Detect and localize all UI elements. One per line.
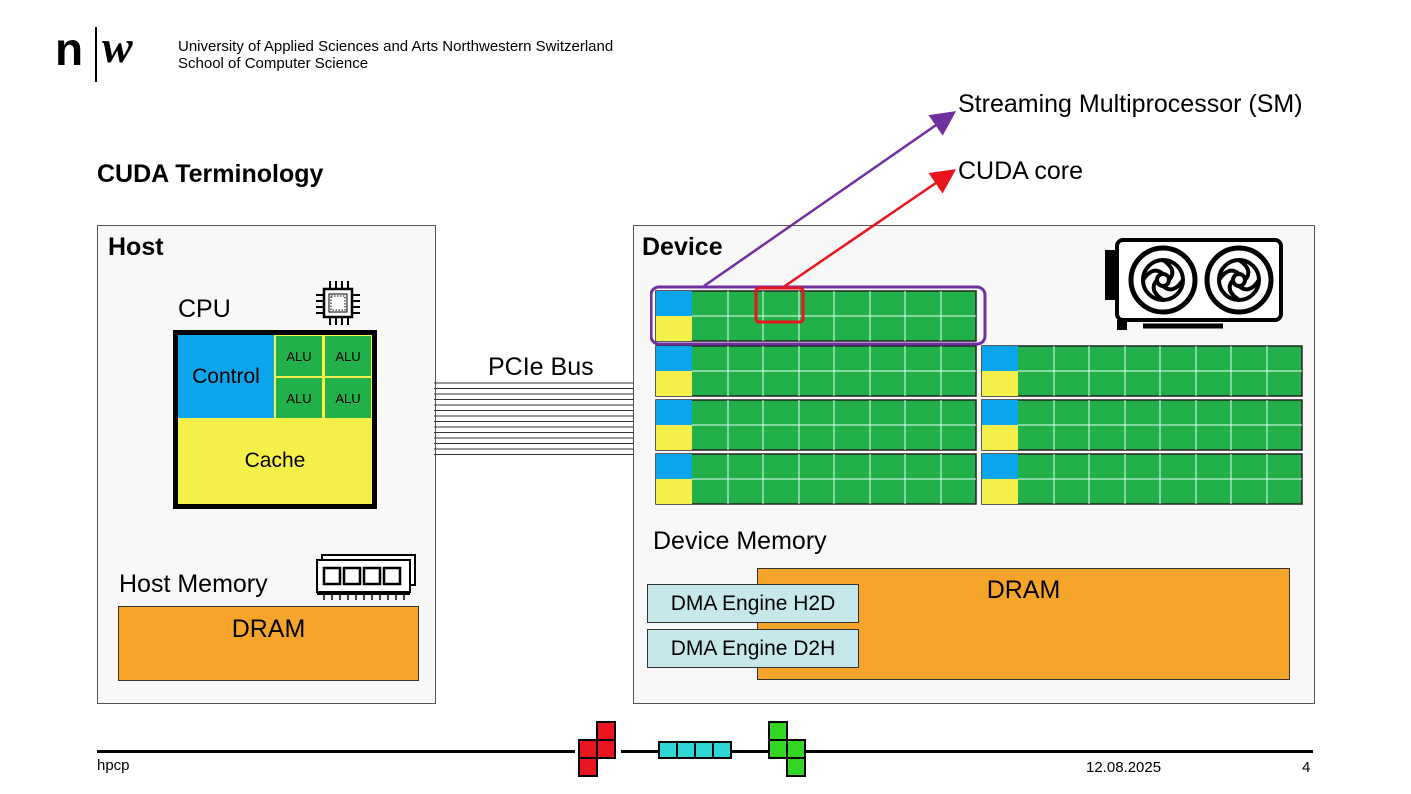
logo-divider — [95, 27, 97, 82]
control-unit: Control — [178, 335, 274, 418]
logo-n: n — [55, 23, 84, 75]
annotation-arrows — [703, 111, 957, 290]
institution-name: University of Applied Sciences and Arts … — [178, 38, 613, 72]
host-memory-label: Host Memory — [119, 570, 268, 598]
cuda-core-annotation: CUDA core — [958, 157, 1084, 185]
pcie-bus-label: PCIe Bus — [488, 353, 594, 381]
cpu-label: CPU — [178, 295, 231, 323]
footer-page-number: 4 — [1302, 759, 1311, 776]
pcie-bus-lines — [434, 382, 634, 455]
ram-module-icon — [316, 554, 416, 600]
tetris-blocks-icon — [575, 721, 806, 777]
footer-date: 12.08.2025 — [1086, 759, 1162, 776]
dma-engine-h2d: DMA Engine H2D — [647, 584, 859, 623]
alu-3: ALU — [276, 378, 322, 418]
core-grid-lines-left — [692, 291, 976, 504]
cuda-core-arrow — [781, 169, 957, 290]
institution-line-1: University of Applied Sciences and Arts … — [178, 38, 614, 55]
alu-1: ALU — [276, 336, 322, 376]
cpu-chip-icon — [316, 281, 360, 325]
sm-arrow — [703, 111, 957, 288]
device-label: Device — [642, 233, 723, 261]
sm-highlight-frame — [650, 285, 987, 346]
host-dram: DRAM — [118, 606, 419, 681]
alu-2: ALU — [325, 336, 371, 376]
alu-4: ALU — [325, 378, 371, 418]
gpu-card-icon — [1105, 238, 1283, 330]
cache-block: Cache — [244, 449, 306, 472]
cpu-block: Control ALU ALU ALU ALU Cache — [173, 330, 377, 509]
slide-title: CUDA Terminology — [97, 160, 324, 188]
dma-engine-d2h: DMA Engine D2H — [647, 629, 859, 668]
institution-line-2: School of Computer Science — [178, 55, 369, 72]
cuda-core-highlight-frame — [754, 286, 805, 324]
device-memory-label: Device Memory — [653, 527, 827, 555]
sm-grid — [650, 285, 1303, 505]
logo-w: w — [102, 21, 133, 72]
footer-course: hpcp — [97, 757, 130, 774]
sm-annotation: Streaming Multiprocessor (SM) — [958, 90, 1303, 118]
core-grid-lines-right — [1018, 346, 1302, 504]
host-label: Host — [108, 233, 164, 261]
